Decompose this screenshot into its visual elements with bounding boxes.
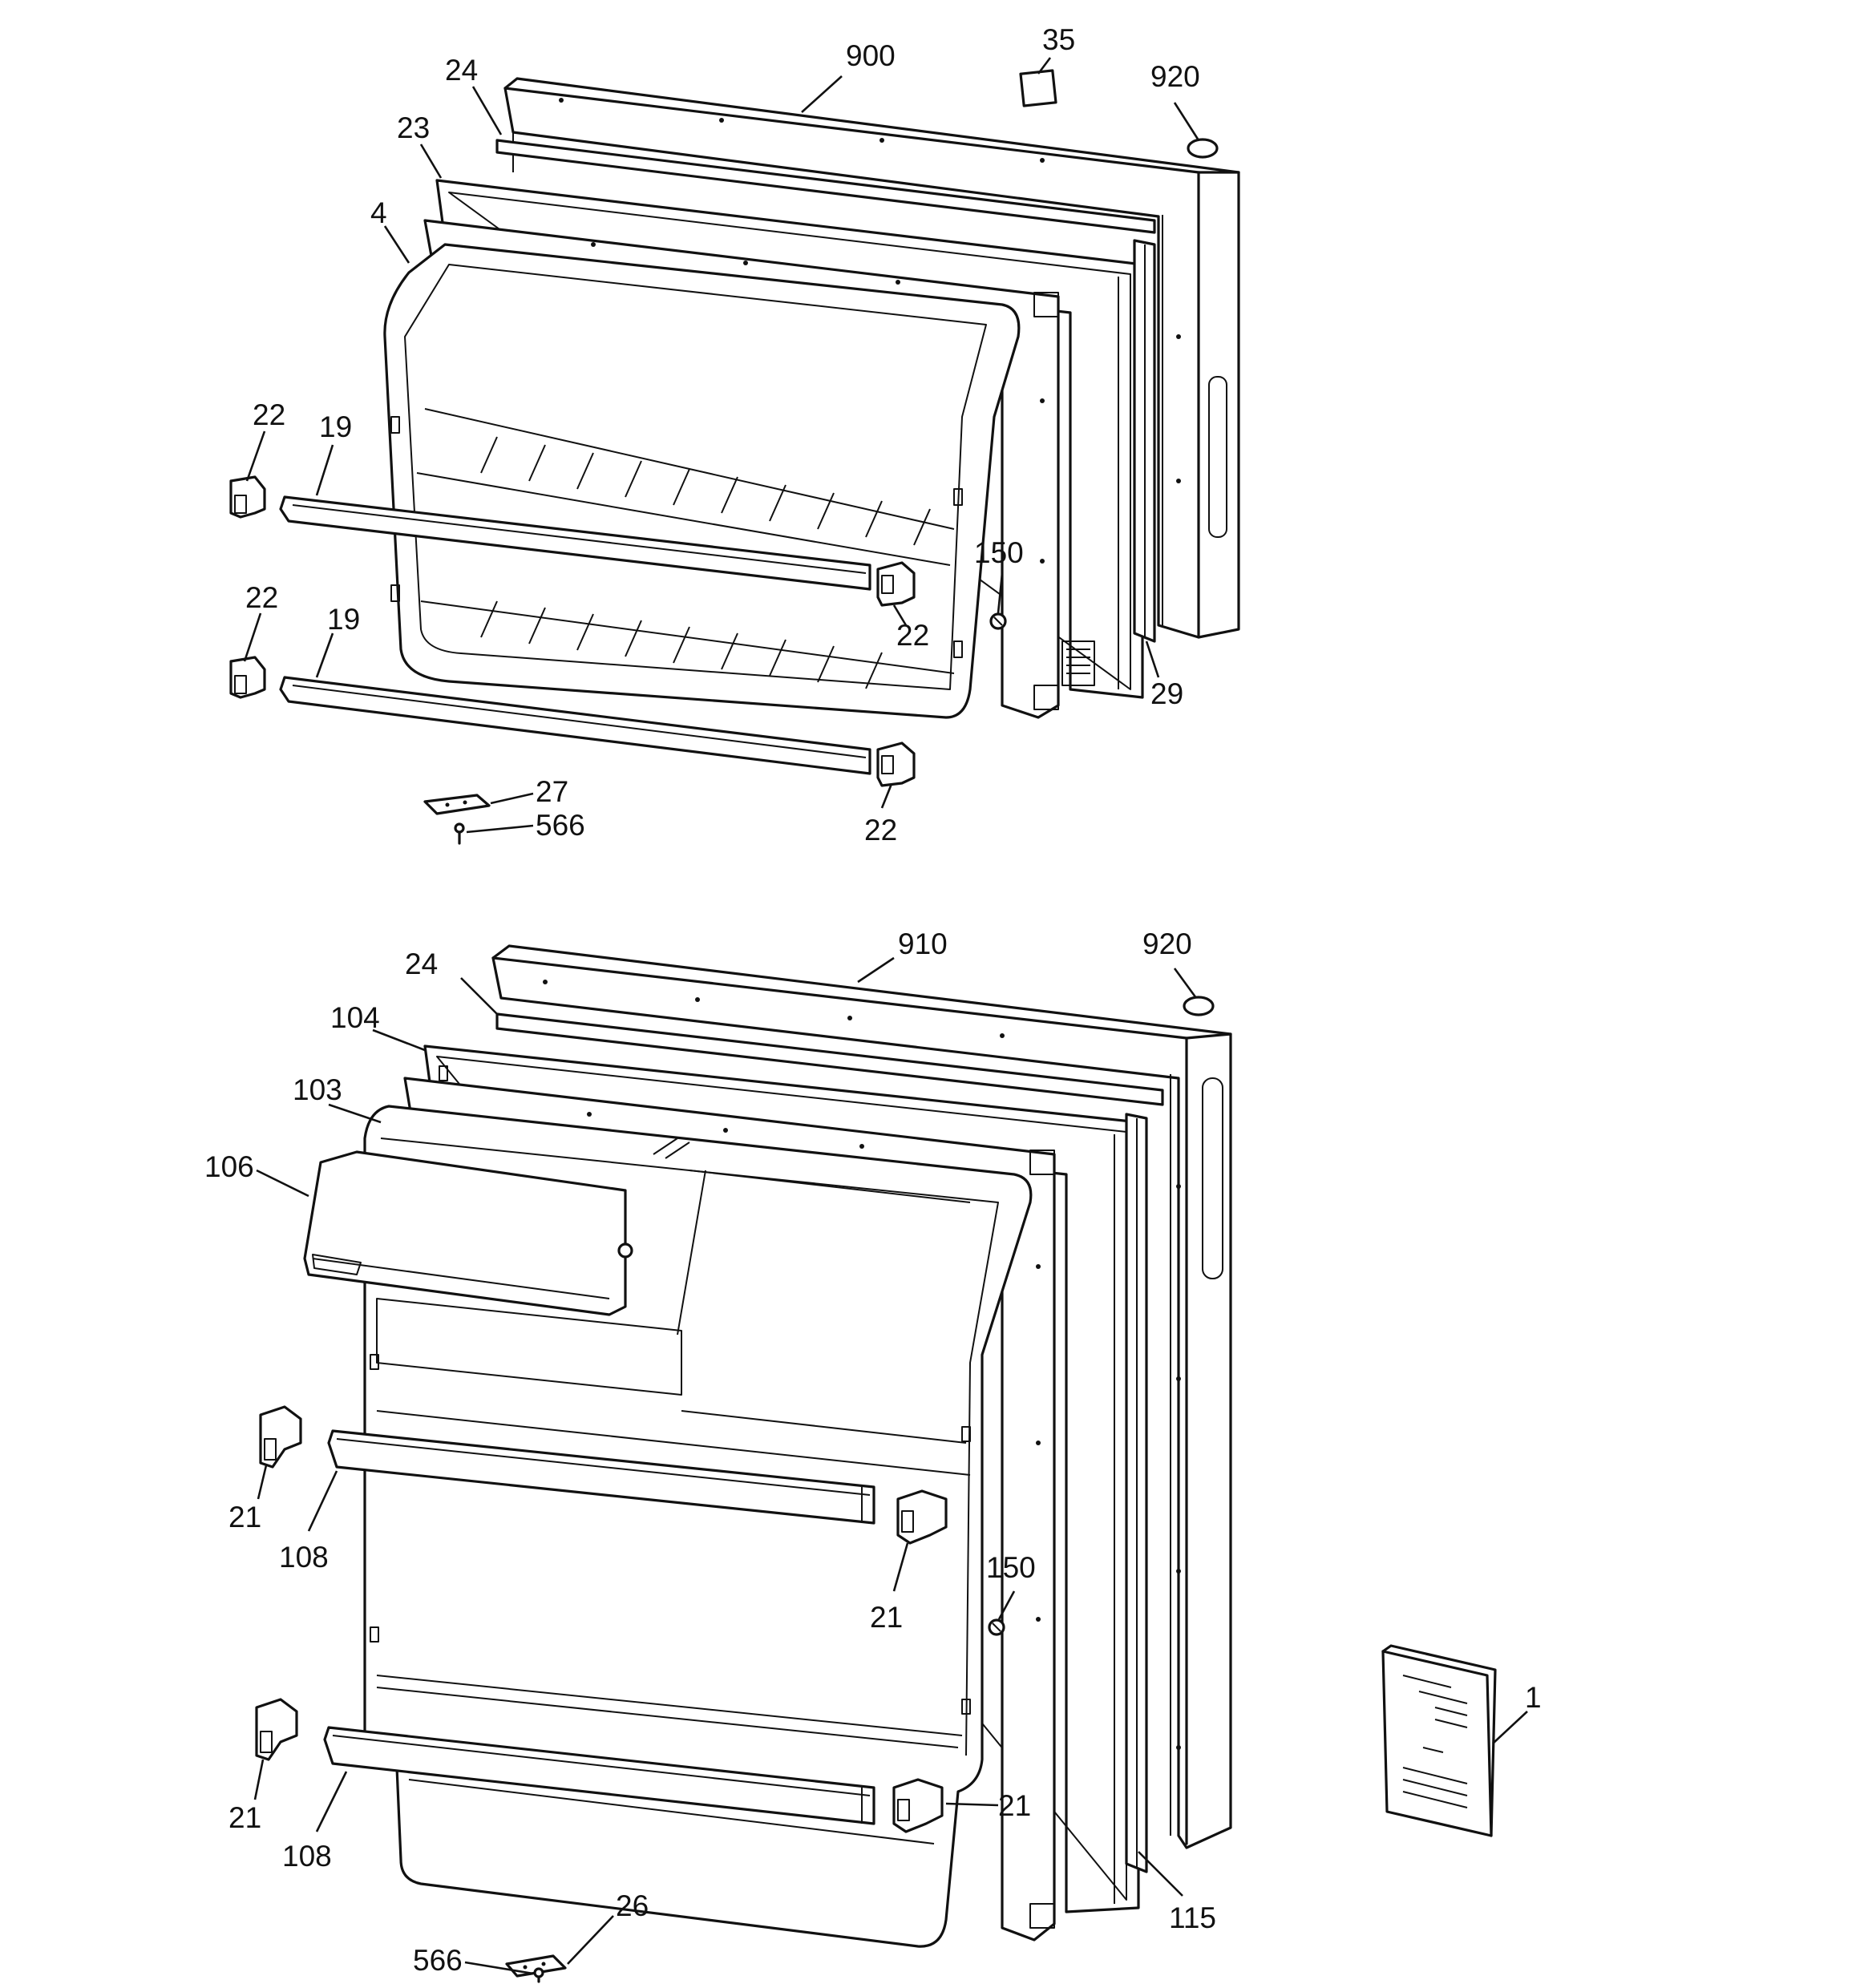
leaders-top xyxy=(243,57,1200,834)
callout-115: 115 xyxy=(1169,1901,1216,1934)
bracket-21-upper-right xyxy=(896,1489,948,1545)
plug-920-bottom xyxy=(1183,996,1215,1016)
strip-115 xyxy=(1125,1113,1148,1873)
callout-920-top: 920 xyxy=(1150,60,1200,93)
callout-150-bottom: 150 xyxy=(986,1551,1036,1584)
strip-29 xyxy=(1133,239,1156,643)
callout-1: 1 xyxy=(1525,1681,1542,1714)
callout-910: 910 xyxy=(898,927,948,960)
callout-22-b: 22 xyxy=(896,619,929,652)
callout-103: 103 xyxy=(293,1073,342,1106)
gasket-strip-24 xyxy=(495,139,1156,234)
leaders-bottom xyxy=(253,956,1528,1975)
callouts-bottom: 910 920 24 104 103 106 21 108 150 21 21 … xyxy=(204,927,1542,1977)
bracket-21-lower-right xyxy=(892,1778,944,1833)
callout-24-bottom: 24 xyxy=(405,948,438,980)
callout-19-a: 19 xyxy=(319,410,352,443)
outer-door-900 xyxy=(503,77,1240,639)
manual-booklet-1 xyxy=(1381,1644,1497,1837)
callout-26: 26 xyxy=(616,1889,649,1922)
hinge-plate-27 xyxy=(423,794,491,815)
callout-21-a: 21 xyxy=(228,1501,261,1533)
callout-35: 35 xyxy=(1042,23,1075,56)
callout-27: 27 xyxy=(536,775,568,808)
callout-22-c: 22 xyxy=(245,581,278,614)
screw-566-top xyxy=(454,822,465,845)
plug-920-top xyxy=(1187,138,1219,159)
screw-150-bottom xyxy=(988,1618,1005,1636)
callout-23: 23 xyxy=(397,111,430,144)
bracket-22-top-left xyxy=(229,475,266,519)
fresh-food-door-assembly: 910 920 24 104 103 106 21 108 150 21 21 … xyxy=(204,927,1542,1983)
callout-19-b: 19 xyxy=(327,603,360,636)
bracket-22-top-right xyxy=(876,561,916,607)
bracket-22-mid-left xyxy=(229,656,266,699)
freezer-door-assembly: 900 35 920 24 23 4 22 19 150 22 22 19 29… xyxy=(229,23,1240,847)
dairy-door-106 xyxy=(303,1150,633,1316)
callout-22-d: 22 xyxy=(864,814,897,847)
callout-24-top: 24 xyxy=(445,54,478,87)
door-shelf-body xyxy=(383,243,1021,719)
shelf-bar-19-lower xyxy=(279,676,871,775)
bracket-22-bottom-right xyxy=(876,741,916,787)
callout-29: 29 xyxy=(1150,677,1183,710)
outer-door-910 xyxy=(491,944,1232,1849)
callouts-top: 900 35 920 24 23 4 22 19 150 22 22 19 29… xyxy=(245,23,1200,847)
gasket-strip-24-bottom xyxy=(495,1012,1164,1106)
callout-566-top: 566 xyxy=(536,809,585,842)
door-panel-body xyxy=(363,1105,1033,1948)
shelf-ribs-lower xyxy=(480,600,883,689)
callout-21-b: 21 xyxy=(870,1601,903,1634)
bracket-21-upper-left xyxy=(259,1405,302,1469)
callout-106: 106 xyxy=(204,1150,254,1183)
callout-900: 900 xyxy=(846,39,896,72)
callout-4: 4 xyxy=(370,196,387,229)
shelf-bar-19-upper xyxy=(279,495,871,591)
callout-21-d: 21 xyxy=(998,1789,1031,1822)
pad-35 xyxy=(1019,69,1057,107)
callout-920-bottom: 920 xyxy=(1142,927,1192,960)
callout-150-top: 150 xyxy=(974,536,1024,569)
shelf-bar-108-lower xyxy=(323,1726,875,1825)
screw-150-top xyxy=(989,612,1007,630)
vent-grille xyxy=(1061,640,1095,686)
callout-566-bottom: 566 xyxy=(413,1944,463,1977)
callout-22-a: 22 xyxy=(253,398,285,431)
shelf-bar-108-upper xyxy=(327,1429,875,1525)
shelf-ribs-upper xyxy=(480,436,931,546)
callout-104: 104 xyxy=(330,1001,380,1034)
screw-566-bottom xyxy=(533,1967,544,1983)
callout-108-a: 108 xyxy=(279,1541,329,1574)
callout-21-c: 21 xyxy=(228,1801,261,1834)
callout-108-b: 108 xyxy=(282,1840,332,1873)
bracket-21-lower-left xyxy=(255,1698,298,1761)
